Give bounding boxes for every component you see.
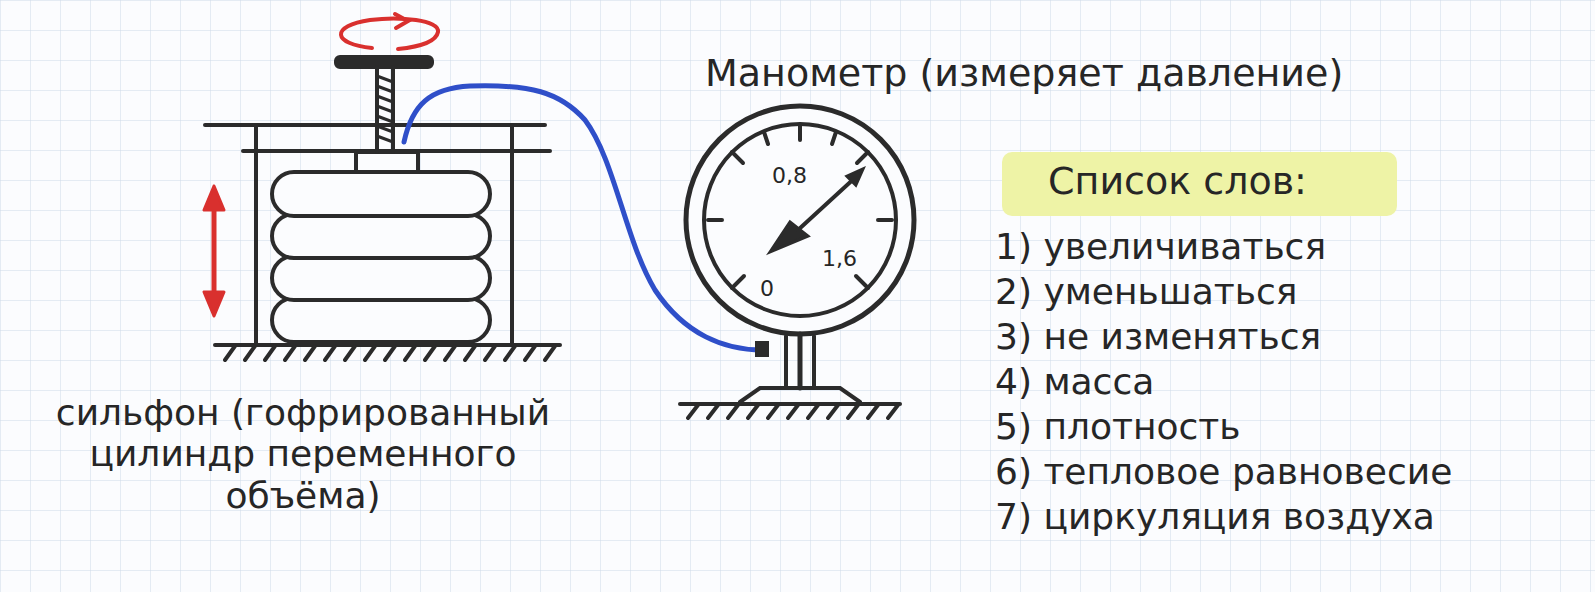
rotation-arrow <box>341 14 438 49</box>
list-item: 7) циркуляция воздуха <box>995 496 1435 537</box>
gauge-title: Манометр (измеряет давление) <box>705 52 1343 96</box>
list-heading: Список слов: <box>1048 160 1307 204</box>
highlight <box>1002 152 1397 216</box>
list-item: 2) уменьшаться <box>995 271 1297 312</box>
list-item: 4) масса <box>995 361 1154 402</box>
list-item: 5) плотность <box>995 406 1240 447</box>
bellows <box>272 152 490 342</box>
list-item: 1) увеличиваться <box>995 226 1326 267</box>
scale-number: 0 <box>760 276 774 301</box>
part-name: сильфон (гофрированный цилиндр переменно… <box>8 392 598 516</box>
screw <box>336 57 432 152</box>
scale-number: 0,8 <box>772 163 807 188</box>
frame <box>205 125 550 345</box>
motion-arrow <box>204 186 224 316</box>
scale-number: 1,6 <box>822 246 857 271</box>
ground-hatch <box>215 345 560 360</box>
list-item: 6) тепловое равновесие <box>995 451 1452 492</box>
manometer <box>680 106 914 418</box>
list-item: 3) не изменяться <box>995 316 1321 357</box>
